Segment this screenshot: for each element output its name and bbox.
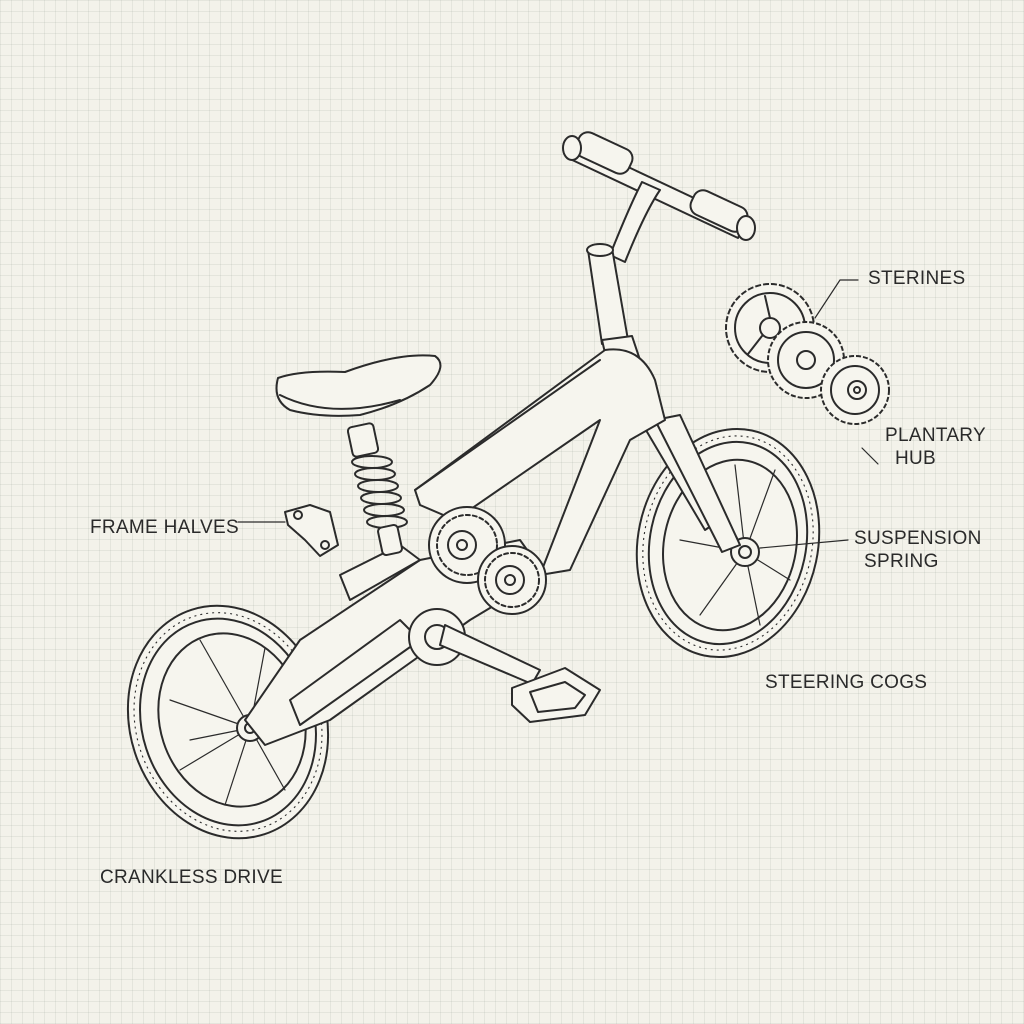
frame xyxy=(244,348,666,746)
label-suspension-line2: SPRING xyxy=(864,551,939,572)
exploded-gear-cluster xyxy=(725,283,890,425)
drive-gears xyxy=(408,506,547,666)
label-frame-halves: FRAME HALVES xyxy=(90,517,239,538)
label-plantary-line1: PLANTARY xyxy=(885,425,986,446)
label-crankless-drive: CRANKLESS DRIVE xyxy=(100,867,283,888)
label-suspension-spring: SUSPENSION SPRING xyxy=(854,527,982,573)
leader-lines xyxy=(237,279,879,549)
seat xyxy=(275,354,442,417)
frame-half-part xyxy=(284,504,339,557)
label-suspension-line1: SUSPENSION xyxy=(854,528,982,549)
label-steering-cogs: STEERING COGS xyxy=(765,672,928,693)
label-sterines: STERINES xyxy=(868,268,966,289)
handlebar xyxy=(562,131,756,263)
label-plantary-line2: HUB xyxy=(895,448,937,469)
label-plantary-hub: PLANTARY HUB xyxy=(885,424,986,470)
pedal xyxy=(439,624,601,723)
suspension-spring xyxy=(346,422,408,557)
